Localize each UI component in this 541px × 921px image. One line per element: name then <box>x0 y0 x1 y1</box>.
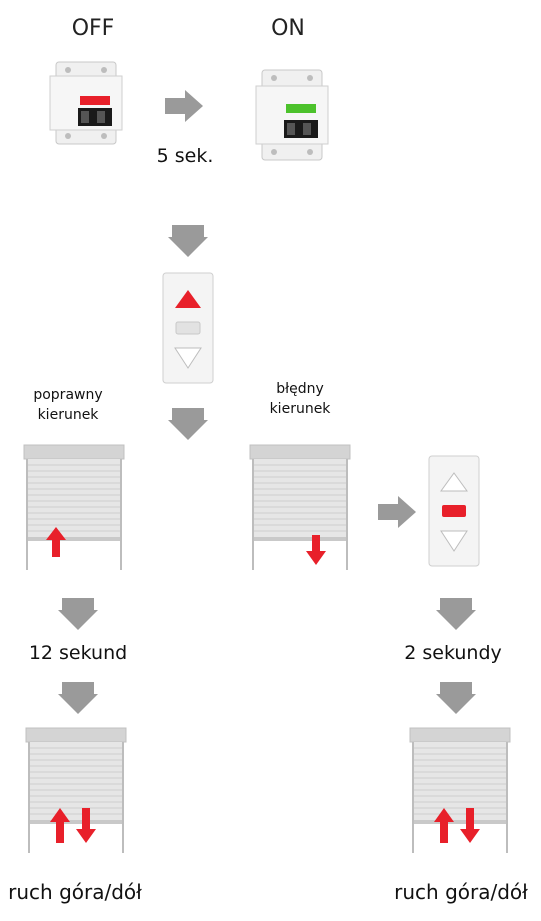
correct-direction-label-2: kierunek <box>37 407 99 423</box>
circuit-breaker-on-icon <box>255 69 329 161</box>
roller-shutter-icon <box>25 727 127 853</box>
gray-flow-arrow-icon <box>436 598 476 630</box>
gray-flow-arrow-icon <box>436 682 476 714</box>
wrong-direction-label-2: kierunek <box>269 401 331 417</box>
gray-flow-arrow-icon <box>168 225 208 257</box>
twelve-seconds-label: 12 sekund <box>28 642 128 664</box>
move-up-down-label-right: ruch góra/dół <box>394 880 528 904</box>
move-up-down-label-left: ruch góra/dół <box>8 880 142 904</box>
gray-flow-arrow-icon <box>58 682 98 714</box>
gray-flow-arrow-icon <box>168 408 208 440</box>
two-seconds-label: 2 sekundy <box>404 642 502 664</box>
correct-direction-label-1: poprawny <box>33 387 103 403</box>
remote-up-active-icon <box>162 272 214 384</box>
gray-flow-arrow-icon <box>165 90 203 122</box>
gray-flow-arrow-icon <box>58 598 98 630</box>
on-label: ON <box>271 16 305 41</box>
off-label: OFF <box>71 16 115 41</box>
roller-shutter-icon <box>249 444 351 570</box>
roller-shutter-icon <box>409 727 511 853</box>
gray-flow-arrow-icon <box>378 496 416 528</box>
roller-shutter-icon <box>23 444 125 570</box>
remote-stop-active-icon <box>428 455 480 567</box>
circuit-breaker-off-icon <box>49 61 123 145</box>
five-sec-label: 5 sek. <box>156 145 214 167</box>
wrong-direction-label-1: błędny <box>276 381 324 397</box>
